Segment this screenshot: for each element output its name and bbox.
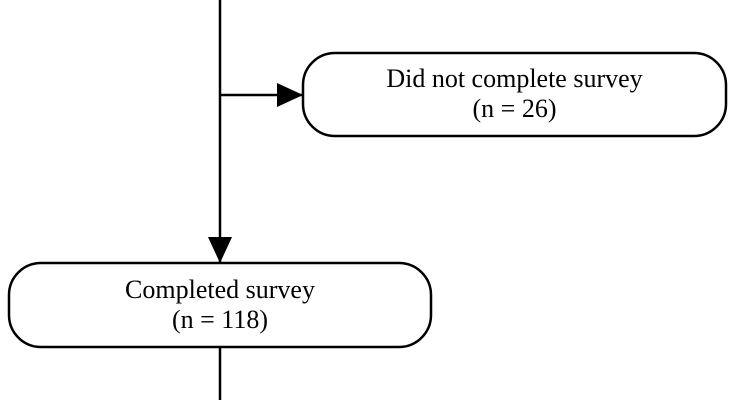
did-not-complete-count: (n = 26)	[473, 94, 557, 123]
completed-survey-count: (n = 118)	[172, 305, 268, 334]
completed-survey-box	[7, 261, 433, 349]
completed-survey-node: Completed survey (n = 118)	[7, 261, 433, 349]
did-not-complete-label: Did not complete survey	[386, 64, 642, 93]
did-not-complete-node: Did not complete survey (n = 26)	[301, 51, 728, 138]
did-not-complete-box	[301, 51, 728, 138]
completed-survey-label: Completed survey	[125, 275, 315, 304]
